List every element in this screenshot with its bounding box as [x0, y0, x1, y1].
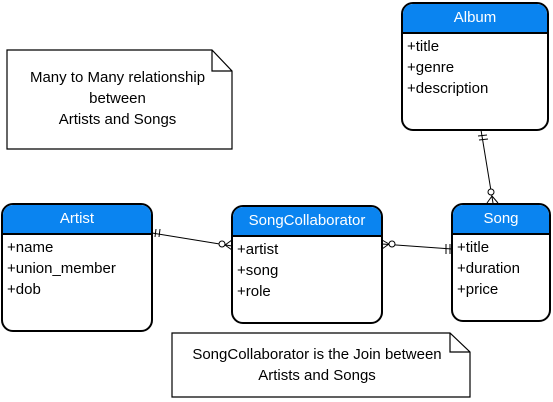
- relationship-note-line-2: between: [89, 90, 146, 107]
- album-attribute: +description: [407, 80, 489, 97]
- song-collaborator-attribute: +role: [237, 283, 271, 300]
- artist-attribute: +union_member: [7, 260, 116, 277]
- song-entity[interactable]: Song +title +duration +price: [451, 203, 551, 322]
- album-attribute: +genre: [407, 59, 455, 76]
- artist-attribute: +name: [7, 239, 54, 256]
- song-collaborator-attribute: +artist: [237, 241, 279, 258]
- artist-title: Artist: [3, 205, 151, 235]
- join-note-line-1: SongCollaborator is the Join between: [192, 346, 442, 363]
- artist-entity[interactable]: Artist +name +union_member +dob: [1, 203, 153, 332]
- song-attribute: +title: [457, 239, 490, 256]
- song-title: Song: [453, 205, 549, 235]
- song-attribute: +price: [457, 281, 499, 298]
- relationship-note-line-3: Artists and Songs: [58, 111, 177, 128]
- artist-attribute: +dob: [7, 281, 41, 298]
- song-attribute: +duration: [457, 260, 520, 277]
- join-note: SongCollaborator is the Join between Art…: [172, 344, 462, 386]
- join-note-shape: [171, 332, 471, 398]
- artist-collaborator-connector: [151, 228, 233, 251]
- relationship-note: Many to Many relationship between Artist…: [10, 67, 225, 130]
- relationship-note-line-1: Many to Many relationship: [29, 69, 206, 86]
- album-attribute: +title: [407, 38, 440, 55]
- collaborator-song-connector: [381, 239, 453, 254]
- relationship-note-shape: [6, 49, 233, 150]
- join-note-line-2: Artists and Songs: [258, 367, 376, 384]
- album-song-connector: [477, 129, 499, 204]
- song-collaborator-attribute: +song: [237, 262, 279, 279]
- song-collaborator-title: SongCollaborator: [233, 207, 381, 237]
- song-collaborator-entity[interactable]: SongCollaborator +artist +song +role: [231, 205, 383, 324]
- album-title: Album: [403, 4, 547, 34]
- album-entity[interactable]: Album +title +genre +description: [401, 2, 549, 131]
